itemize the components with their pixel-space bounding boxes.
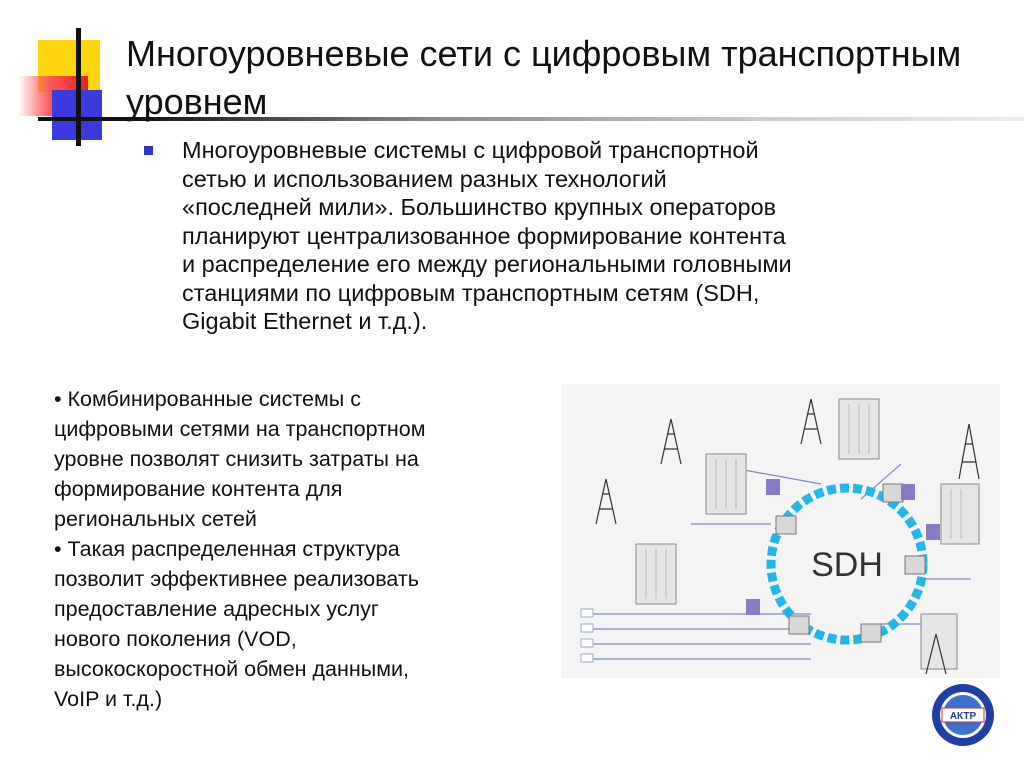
building-icon (766, 479, 780, 495)
equipment-rack (940, 483, 980, 545)
ring-node (882, 483, 904, 503)
building-icon (901, 484, 915, 500)
list-item: • Комбинированные системы с цифровыми се… (54, 387, 426, 531)
aktr-logo: АКТР (932, 684, 994, 746)
tower-icon (660, 418, 682, 465)
square-bullet-icon (144, 140, 164, 160)
ring-node (904, 555, 926, 575)
main-paragraph: Многоуровневые системы с цифровой трансп… (182, 137, 792, 334)
tower-icon (925, 633, 947, 675)
sdh-network-diagram: SDH (561, 384, 1000, 678)
sdh-label: SDH (811, 546, 883, 584)
decorative-corner-logo (0, 0, 140, 150)
building-icon (746, 599, 760, 615)
title-underline (38, 117, 1024, 121)
ring-node (788, 615, 810, 635)
ring-node (860, 623, 882, 643)
list-item: • Такая распределенная структура позволи… (54, 537, 419, 711)
left-bullet-list: • Комбинированные системы с цифровыми се… (54, 384, 524, 714)
building-icon (926, 524, 940, 540)
logo-text: АКТР (950, 711, 977, 722)
tower-icon (595, 478, 617, 525)
ring-node (775, 515, 797, 535)
tower-icon (958, 423, 980, 480)
tower-icon (800, 398, 822, 445)
slide-title: Многоуровневые сети с цифровым транспорт… (126, 33, 962, 122)
vertical-rule (76, 28, 81, 146)
equipment-rack (920, 613, 958, 670)
